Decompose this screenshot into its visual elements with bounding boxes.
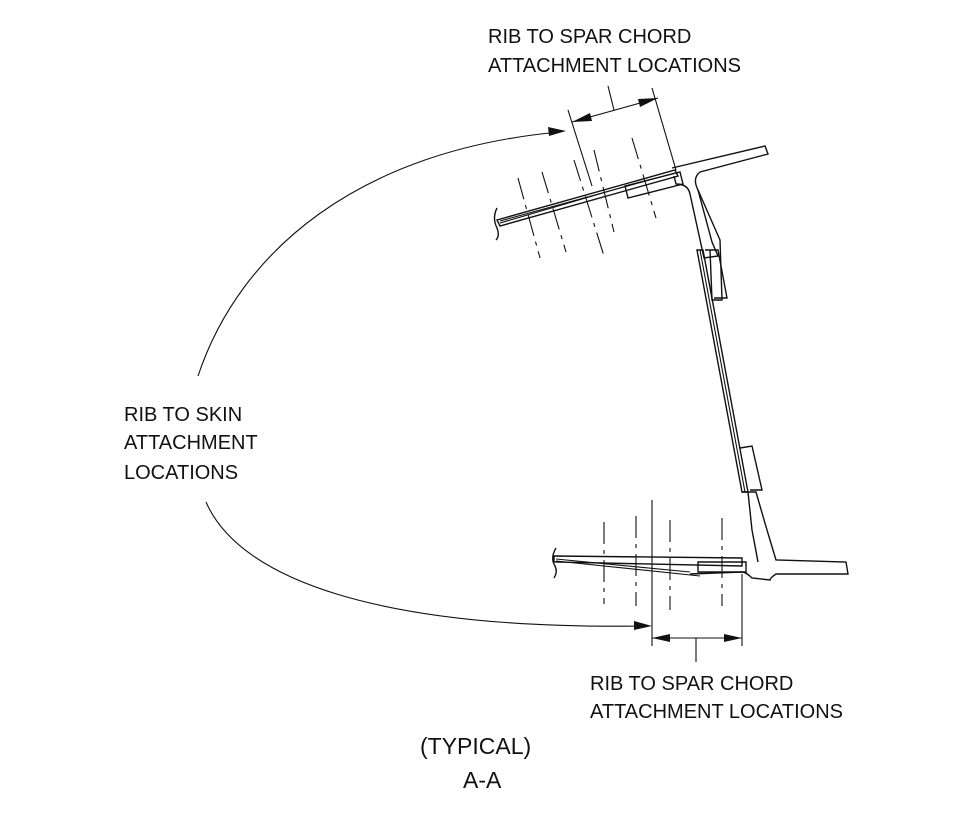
section-label: A-A	[463, 767, 502, 793]
left-callout-line2: ATTACHMENT	[124, 432, 258, 454]
top-dimension	[567, 85, 677, 187]
lower-spar-chord	[689, 491, 849, 581]
skin-leader-lines	[197, 127, 652, 630]
left-callout-line1: RIB TO SKIN	[124, 404, 242, 426]
bottom-callout-line2: ATTACHMENT LOCATIONS	[590, 701, 843, 723]
left-callout-line3: LOCATIONS	[124, 462, 238, 484]
upper-spar-chord	[671, 145, 769, 301]
top-callout-line2: ATTACHMENT LOCATIONS	[488, 55, 741, 77]
spar-web	[696, 249, 763, 493]
upper-fastener-centerlines	[517, 137, 657, 259]
lower-fastener-centerlines	[603, 516, 723, 610]
upper-skin-flange	[493, 169, 684, 241]
bottom-dimension	[651, 500, 743, 662]
typical-note: (TYPICAL)	[420, 733, 531, 759]
lower-skin-flange	[552, 547, 747, 579]
top-callout-line1: RIB TO SPAR CHORD	[488, 26, 691, 48]
bottom-callout-line1: RIB TO SPAR CHORD	[590, 673, 793, 695]
